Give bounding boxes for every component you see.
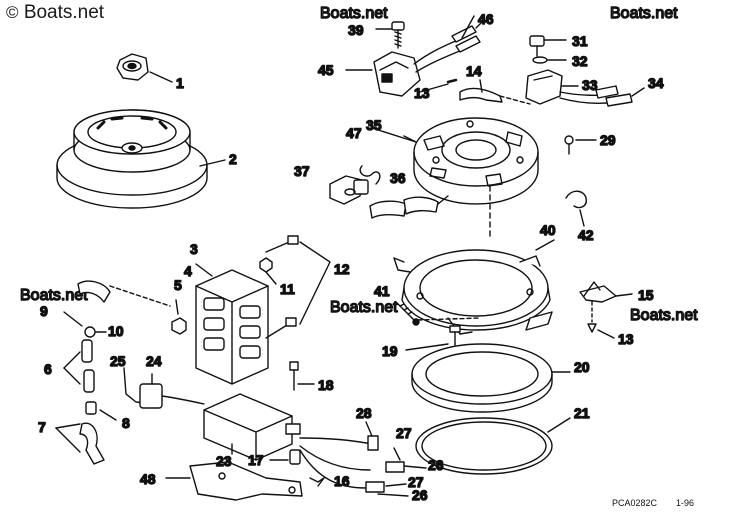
callout-19: 19: [382, 343, 398, 359]
callout-26-upper: 26: [428, 457, 444, 473]
callout-45: 45: [318, 62, 334, 78]
part-screws-12: [259, 235, 331, 339]
callout-42: 42: [578, 227, 594, 243]
watermark-ghost: Boats.net: [320, 5, 388, 22]
copyright-symbol: ©: [6, 3, 19, 22]
callout-13-lower: 13: [618, 331, 634, 347]
callout-32: 32: [572, 53, 588, 69]
drawing-code: PCA0282C: [612, 498, 658, 508]
callout-37: 37: [294, 163, 310, 179]
callout-1: 1: [176, 75, 184, 91]
callout-15: 15: [638, 287, 654, 303]
callout-36: 36: [390, 170, 406, 186]
part-flywheel: [56, 109, 226, 209]
callout-12: 12: [334, 261, 350, 277]
part-ring-21: [415, 417, 571, 475]
callout-13-upper: 13: [414, 85, 430, 101]
part-clip-42: [565, 190, 588, 227]
watermark-ghost: Boats.net: [630, 307, 698, 324]
callout-2: 2: [229, 151, 237, 167]
part-ring-20: [411, 343, 571, 413]
part-screw-29: [564, 135, 597, 155]
part-small-hardware: [63, 280, 187, 338]
callout-46: 46: [478, 11, 494, 27]
callout-47: 47: [346, 125, 362, 141]
watermark-ghost: Boats.net: [610, 5, 678, 22]
callout-27-lower: 27: [408, 474, 424, 490]
drawing-date: 1-96: [676, 498, 695, 508]
callout-35: 35: [366, 117, 382, 133]
callout-48: 48: [140, 471, 156, 487]
callout-9: 9: [40, 303, 48, 319]
callout-24: 24: [146, 353, 162, 369]
callout-20: 20: [574, 359, 590, 375]
callout-11: 11: [280, 281, 295, 297]
callout-4: 4: [184, 263, 192, 279]
callout-5: 5: [174, 277, 182, 293]
callout-labels: 1 2 3 4 5 6 7 8 9 10 11 12 13 13 14 15 1…: [37, 10, 664, 503]
part-sensor-assembly: [345, 15, 483, 97]
part-armature-plate: [371, 117, 539, 241]
watermark-ghost: Boats.net: [20, 287, 88, 304]
callout-21: 21: [574, 405, 590, 421]
callout-3: 3: [190, 241, 198, 257]
callout-25: 25: [110, 353, 126, 369]
part-leads: [329, 165, 449, 219]
callout-16: 16: [334, 473, 350, 489]
callout-10: 10: [108, 323, 124, 339]
part-coil-hardware: [269, 361, 427, 497]
watermark-text: Boats.net: [23, 2, 105, 23]
part-screw-41: [395, 301, 420, 326]
background-watermarks: Boats.net Boats.net Boats.net Boats.net …: [19, 4, 699, 324]
watermark-ghost: Boats.net: [330, 299, 398, 316]
callout-17: 17: [248, 452, 264, 468]
part-retainer-plate: [393, 239, 555, 335]
callout-6: 6: [44, 361, 52, 377]
callout-14: 14: [466, 63, 482, 79]
callout-29: 29: [600, 132, 616, 148]
part-lead-clamp: [419, 78, 503, 103]
watermark: © Boats.net: [6, 2, 104, 24]
callout-31: 31: [572, 33, 588, 49]
callout-26-lower: 26: [412, 487, 428, 503]
callout-34: 34: [648, 75, 664, 91]
part-flywheel-nut: [116, 53, 173, 83]
callout-39: 39: [348, 22, 364, 38]
part-mounting-bracket: [165, 461, 303, 501]
callout-8: 8: [122, 415, 130, 431]
part-bracket-15: [579, 281, 633, 339]
callout-28: 28: [356, 405, 372, 421]
part-hoses: [55, 339, 117, 465]
part-power-pack: [195, 263, 269, 385]
part-ignition-coil: [123, 367, 301, 461]
callout-40: 40: [540, 222, 556, 238]
callout-18: 18: [318, 377, 334, 393]
callout-23: 23: [216, 453, 232, 469]
callout-33: 33: [582, 77, 598, 93]
part-screw-19: [405, 325, 461, 351]
callout-27-upper: 27: [396, 425, 412, 441]
callout-7: 7: [38, 419, 46, 435]
callout-41: 41: [374, 283, 390, 299]
part-second-sensor: [499, 35, 645, 107]
